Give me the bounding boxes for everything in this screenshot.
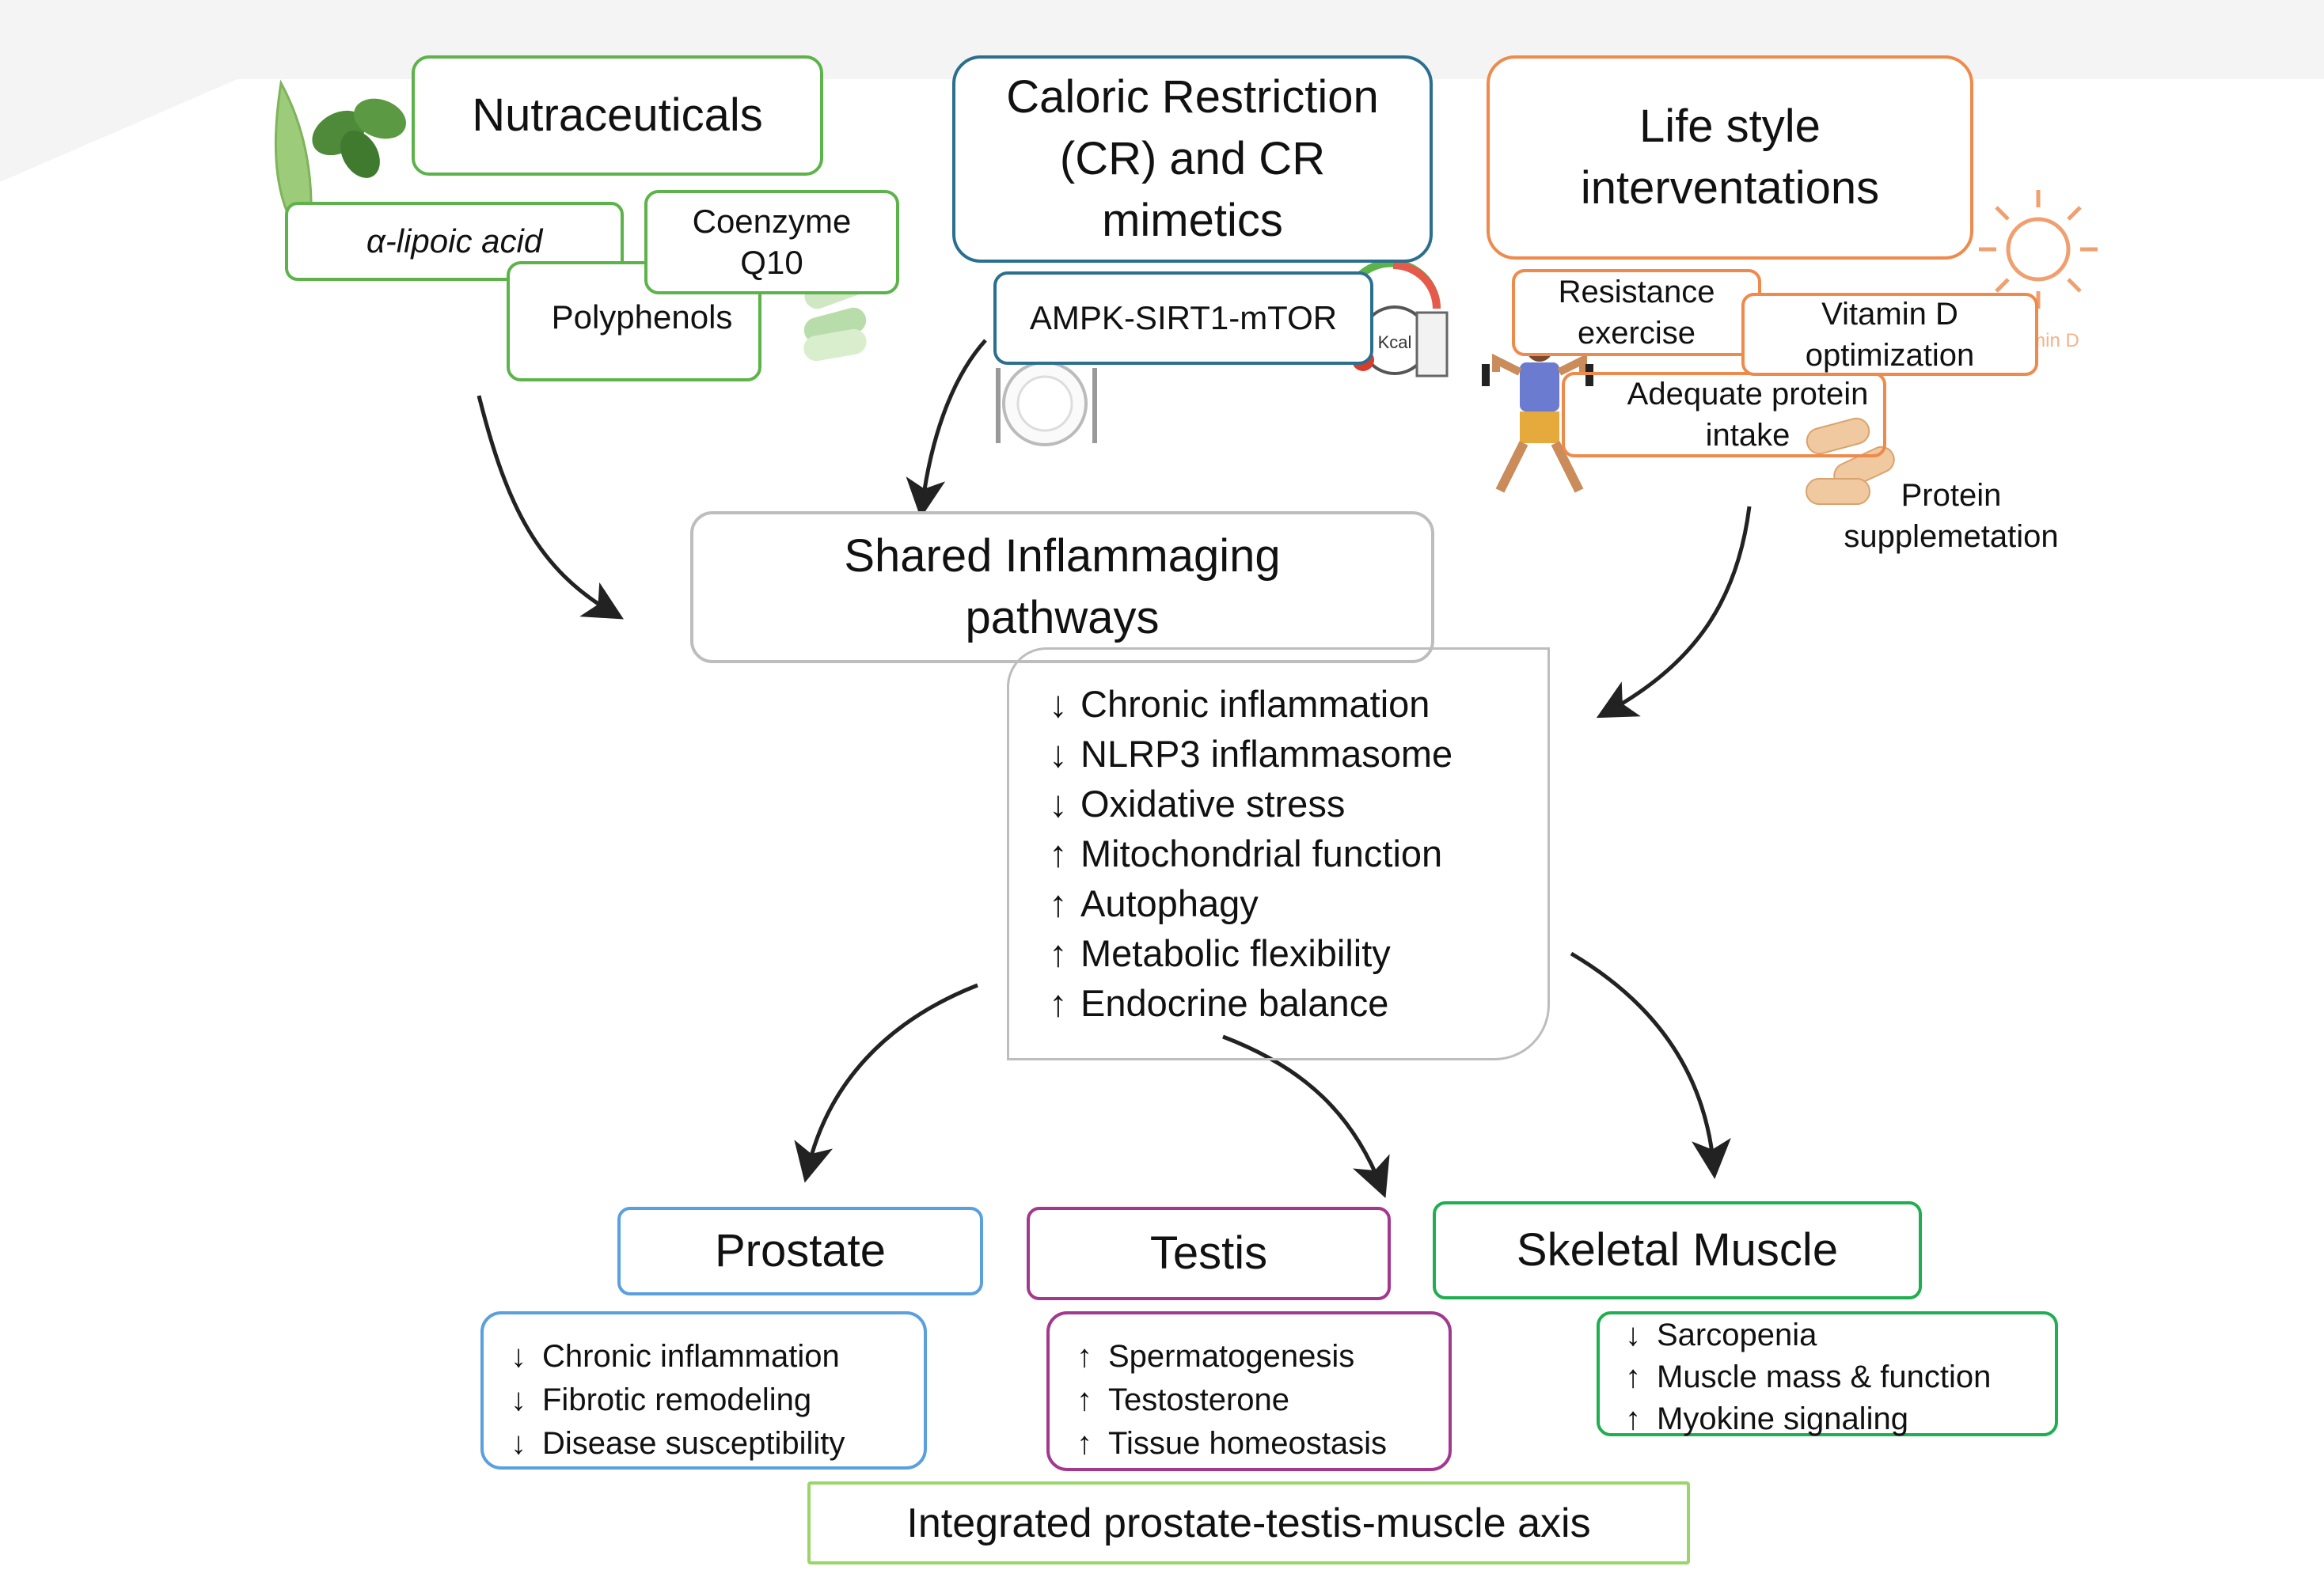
skeletal-muscle-effect-item: ↓Sarcopenia: [1625, 1318, 1817, 1352]
prostate-effects-box: ↓Chronic inflammation ↓Fibrotic remodeli…: [480, 1311, 927, 1470]
arrow-lifestyle: [1596, 506, 1752, 719]
shared-pathways-title-box: Shared Inflammaging pathways: [690, 511, 1434, 663]
skeletal-muscle-title: Skeletal Muscle: [1516, 1223, 1839, 1276]
nutraceuticals-title: Nutraceuticals: [472, 89, 763, 141]
vitamin-d-optimization-box: Vitamin D optimization: [1741, 293, 2038, 376]
orange-capsules-icon: [1806, 417, 1895, 505]
shared-pathways-title: Shared Inflammaging pathways: [844, 529, 1281, 643]
arrow-nutraceuticals: [477, 395, 624, 620]
alpha-lipoic-acid-label: α-lipoic acid: [366, 222, 543, 260]
alpha-lipoic-acid-box: α-lipoic acid: [285, 202, 624, 281]
adequate-protein-box: Adequate protein intake: [1562, 372, 1886, 457]
testis-title-box: Testis: [1027, 1207, 1391, 1300]
integrated-axis-label: Integrated prostate-testis-muscle axis: [906, 1500, 1591, 1546]
arrow-caloric-restriction: [906, 339, 987, 518]
adequate-protein-label: Adequate protein intake: [1627, 377, 1869, 453]
protein-supplementation-label: Protein supplemetation: [1844, 478, 2059, 554]
polyphenols-box: Polyphenols: [507, 261, 761, 381]
arrow-to-testis: [1222, 1034, 1390, 1198]
prostate-effect-item: ↓Fibrotic remodeling: [511, 1382, 812, 1417]
plate-icon: [996, 361, 1097, 446]
skeletal-muscle-effect-item: ↑Muscle mass & function: [1625, 1360, 1992, 1394]
skeletal-muscle-effect-item: ↑Myokine signaling: [1625, 1401, 1908, 1436]
skeletal-muscle-effects-list: ↓Sarcopenia ↑Muscle mass & function ↑Myo…: [1625, 1314, 2055, 1440]
shared-effect-item: ↓Chronic inflammation: [1049, 683, 1430, 725]
ampk-sirt1-mtor-label: AMPK-SIRT1-mTOR: [1029, 298, 1338, 336]
shared-effect-item: ↓Oxidative stress: [1049, 783, 1346, 825]
testis-effects-box: ↑Spermatogenesis ↑Testosterone ↑Tissue h…: [1046, 1311, 1452, 1471]
coenzyme-q10-box: Coenzyme Q10: [644, 190, 899, 294]
testis-effect-item: ↑Spermatogenesis: [1077, 1339, 1355, 1374]
shared-effect-item: ↑Metabolic flexibility: [1049, 932, 1391, 974]
arrow-to-skeletal-muscle: [1570, 951, 1731, 1179]
shared-effects-list: ↓Chronic inflammation ↓NLRP3 inflammasom…: [1049, 679, 1452, 1028]
testis-title: Testis: [1149, 1227, 1268, 1279]
coenzyme-q10-label: Coenzyme Q10: [692, 202, 852, 282]
arrow-to-prostate: [794, 983, 978, 1183]
testis-effect-item: ↑Tissue homeostasis: [1077, 1426, 1387, 1461]
testis-effects-list: ↑Spermatogenesis ↑Testosterone ↑Tissue h…: [1077, 1335, 1449, 1466]
lifestyle-title-box: Life style interventations: [1487, 55, 1973, 260]
skeletal-muscle-title-box: Skeletal Muscle: [1433, 1201, 1922, 1299]
caloric-restriction-title: Caloric Restriction (CR) and CR mimetics: [1006, 70, 1379, 247]
integrated-axis-box: Integrated prostate-testis-muscle axis: [807, 1481, 1690, 1565]
sun-icon: [1979, 190, 2098, 309]
shared-effect-item: ↑Endocrine balance: [1049, 982, 1389, 1024]
prostate-effect-item: ↓Chronic inflammation: [511, 1339, 840, 1374]
shared-effect-item: ↑Autophagy: [1049, 882, 1259, 924]
testis-effect-item: ↑Testosterone: [1077, 1382, 1290, 1417]
shared-effect-item: ↓NLRP3 inflammasome: [1049, 733, 1453, 775]
nutraceuticals-title-box: Nutraceuticals: [412, 55, 823, 176]
polyphenols-label: Polyphenols: [551, 298, 733, 336]
kcal-label: Kcal: [1378, 332, 1412, 352]
caloric-restriction-title-box: Caloric Restriction (CR) and CR mimetics: [952, 55, 1433, 263]
prostate-effects-list: ↓Chronic inflammation ↓Fibrotic remodeli…: [511, 1335, 924, 1466]
skeletal-muscle-effects-box: ↓Sarcopenia ↑Muscle mass & function ↑Myo…: [1597, 1311, 2058, 1436]
prostate-title: Prostate: [715, 1224, 886, 1276]
resistance-exercise-label: Resistance exercise: [1558, 275, 1715, 351]
vitamin-d-optimization-label: Vitamin D optimization: [1805, 296, 1975, 373]
lifestyle-title: Life style interventations: [1580, 100, 1880, 214]
ampk-sirt1-mtor-box: AMPK-SIRT1-mTOR: [993, 271, 1373, 365]
background-sheet: [0, 0, 2324, 182]
shared-effect-item: ↑Mitochondrial function: [1049, 833, 1443, 874]
shared-effects-box: [1007, 647, 1550, 1060]
prostate-title-box: Prostate: [617, 1207, 983, 1295]
prostate-effect-item: ↓Disease susceptibility: [511, 1426, 845, 1461]
resistance-exercise-box: Resistance exercise: [1512, 269, 1761, 356]
